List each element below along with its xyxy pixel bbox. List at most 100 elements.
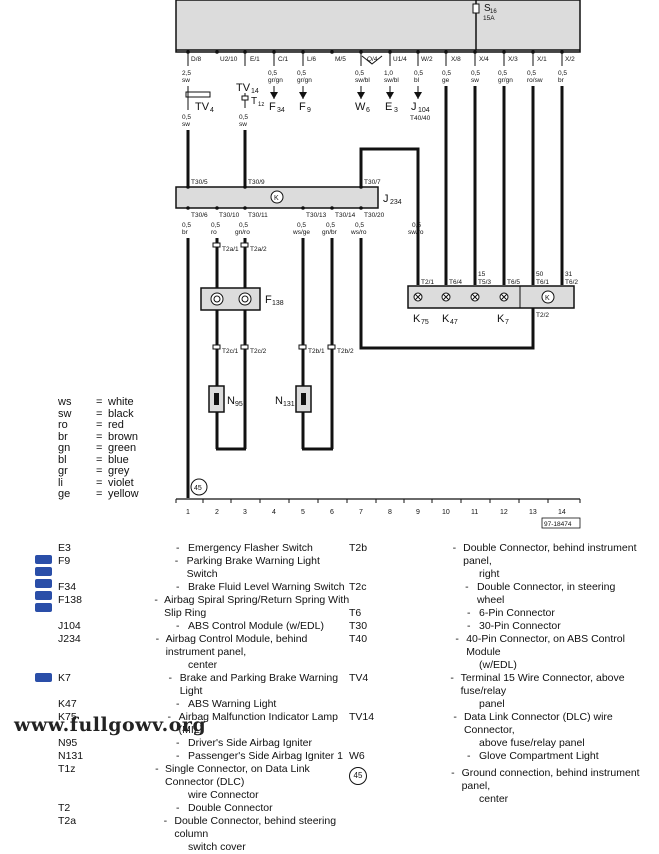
svg-text:T2b/2: T2b/2: [337, 348, 354, 355]
repair-manual-badge-icon: [35, 579, 52, 588]
track-numbers: 1 2 3 4 5 6 7 8 9 10 11 12 13 14: [186, 509, 566, 516]
svg-text:T2c/2: T2c/2: [250, 348, 267, 355]
pin-x2: X/2: [565, 56, 575, 63]
svg-text:T6/4: T6/4: [449, 279, 462, 286]
svg-text:75: 75: [421, 319, 429, 326]
svg-text:T30/20: T30/20: [364, 212, 385, 219]
svg-text:ws/ro: ws/ro: [350, 229, 367, 236]
tv14-connector: TV 14 T 1z: [236, 82, 264, 108]
key-row: T6-6-Pin Connector: [349, 607, 555, 619]
svg-text:0,5: 0,5: [182, 222, 191, 229]
svg-text:0,5: 0,5: [182, 114, 191, 121]
t2a-connector: T2a/1 T2a/2: [212, 242, 267, 253]
pin-u210: U2/10: [220, 56, 238, 63]
svg-text:T30/14: T30/14: [335, 212, 356, 219]
svg-text:T2/2: T2/2: [536, 312, 549, 319]
svg-text:5: 5: [301, 509, 305, 516]
svg-text:F: F: [269, 101, 276, 113]
svg-text:gr/gn: gr/gn: [268, 77, 283, 84]
key-row: T2-Double Connector: [58, 802, 273, 814]
svg-text:138: 138: [272, 300, 284, 307]
svg-text:S: S: [484, 3, 491, 14]
svg-text:bl: bl: [414, 77, 420, 84]
svg-text:95: 95: [235, 401, 243, 408]
f9-switch: F 9: [299, 86, 311, 114]
svg-text:0,5: 0,5: [297, 222, 306, 229]
k7-lamp-a-icon: [470, 292, 480, 302]
repair-manual-badge-icon: [35, 603, 52, 612]
legend-row: gn=green: [58, 442, 137, 454]
svg-text:14: 14: [558, 509, 566, 516]
svg-text:11: 11: [471, 509, 478, 516]
pin-d8: D/8: [191, 56, 202, 63]
k7-lamp-b-icon: [499, 292, 509, 302]
pin-c1: C/1: [278, 56, 289, 63]
svg-text:E: E: [385, 101, 392, 113]
svg-text:31: 31: [565, 271, 573, 278]
top-pin-labels: D/8 U2/10 E/1 C/1 L/6 M/5 Q/4 U1/4 W/2 X…: [191, 56, 575, 63]
svg-text:W: W: [355, 101, 366, 113]
k47-lamp-icon: [441, 292, 451, 302]
svg-text:16: 16: [490, 9, 497, 15]
key-row: F9-Parking Brake Warning Light Switch: [58, 555, 320, 580]
key-row: J234-Airbag Control Module, behind instr…: [58, 633, 308, 658]
key-row-continued: center: [188, 659, 218, 671]
n95-igniter: N 95: [208, 385, 243, 413]
svg-text:ws/ge: ws/ge: [292, 229, 310, 236]
svg-text:15: 15: [478, 271, 486, 278]
repair-manual-badge-icon: [35, 555, 52, 564]
svg-text:T40/40: T40/40: [410, 115, 431, 122]
svg-text:N: N: [227, 395, 235, 407]
svg-text:0,5: 0,5: [414, 70, 423, 77]
svg-text:10: 10: [442, 509, 450, 516]
svg-text:sw: sw: [182, 121, 190, 128]
svg-text:sw: sw: [239, 121, 247, 128]
key-row-continued: above fuse/relay panel: [479, 737, 585, 749]
j234-module: K J 234: [175, 186, 402, 209]
key-row-continued: center: [479, 793, 509, 805]
t2b-connector: T2b/1 T2b/2: [298, 344, 354, 355]
j104-module: J 104 T40/40: [410, 86, 431, 122]
svg-text:F: F: [299, 101, 306, 113]
svg-text:ro/sw: ro/sw: [527, 77, 543, 84]
key-row: T40-40-Pin Connector, on ABS Control Mod…: [349, 633, 625, 658]
wiring-diagram: S 16 15A D/8 U2/10 E/1 C/1 L/6 M/5 Q/4 U…: [175, 0, 581, 529]
repair-manual-badge-icon: [35, 673, 52, 682]
svg-text:0,5: 0,5: [239, 114, 248, 121]
component-key-right: T2b-Double Connector, behind instrument …: [313, 542, 643, 806]
j234-connector-labels: T30/5 T30/9 T30/7 T30/6 T30/10 T30/11 T3…: [191, 179, 385, 219]
legend-row: ws=white: [58, 396, 134, 408]
svg-text:T30/6: T30/6: [191, 212, 208, 219]
svg-text:0,5: 0,5: [355, 222, 364, 229]
legend-row: li=violet: [58, 476, 134, 489]
key-row-continued: right: [479, 568, 500, 580]
svg-text:7: 7: [505, 319, 509, 326]
f138-spiral-spring: F 138: [200, 287, 284, 311]
key-row: F138-Airbag Spiral Spring/Return Spring …: [58, 594, 350, 619]
key-row: E3-Emergency Flasher Switch: [58, 542, 313, 554]
key-row-continued: (w/EDL): [479, 659, 517, 671]
svg-text:0,5: 0,5: [239, 222, 248, 229]
key-row: T2b-Double Connector, behind instrument …: [349, 542, 637, 567]
legend-row: ge=yellow: [58, 488, 139, 500]
svg-text:sw: sw: [471, 77, 479, 84]
w6-light: W 6: [355, 86, 370, 114]
key-row: TV14-Data Link Connector (DLC) wire Conn…: [349, 711, 613, 736]
svg-text:gn/ro: gn/ro: [235, 229, 250, 236]
pin-l6: L/6: [307, 56, 316, 63]
svg-text:9: 9: [307, 107, 311, 114]
svg-text:T6/5: T6/5: [507, 279, 520, 286]
svg-text:6: 6: [330, 509, 334, 516]
svg-text:T2/1: T2/1: [421, 279, 434, 286]
svg-text:45: 45: [194, 485, 202, 492]
svg-text:0,5: 0,5: [355, 70, 364, 77]
k7-label: K: [497, 313, 505, 325]
svg-text:br: br: [182, 229, 189, 236]
k75-label: K: [413, 313, 421, 325]
pin-w2: W/2: [421, 56, 433, 63]
svg-text:F: F: [265, 294, 272, 306]
key-row-ground: 45-Ground connection, behind instrument …: [313, 767, 643, 793]
svg-text:TV: TV: [195, 101, 210, 113]
component-key-left: E3-Emergency Flasher Switch F9-Parking B…: [22, 542, 352, 854]
ground-45: 45: [190, 478, 208, 496]
